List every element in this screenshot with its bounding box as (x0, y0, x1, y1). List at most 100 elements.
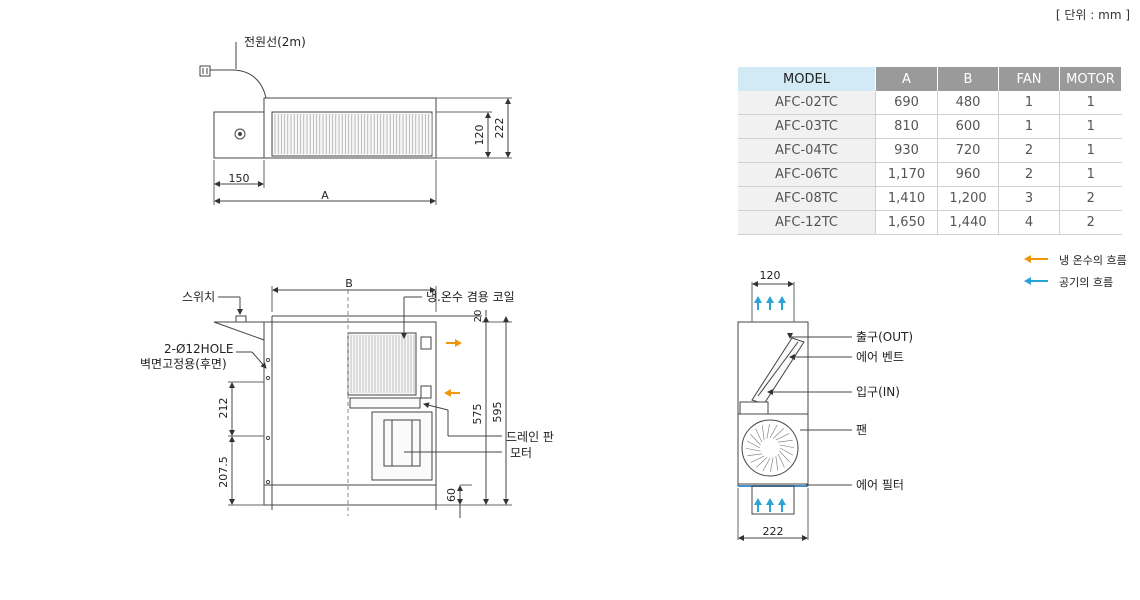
coil-label: 냉.온수 겸용 코일 (426, 290, 515, 304)
side-view (737, 281, 852, 541)
air-flow-legend-label: 공기의 흐름 (1059, 276, 1113, 289)
table-row: AFC-02TC 690 480 1 1 (738, 91, 1122, 115)
dim-212: 212 (217, 398, 230, 419)
air-arrow-head (778, 296, 786, 303)
cell-model: AFC-08TC (738, 186, 876, 211)
fan-blade (762, 457, 771, 472)
cell-fan: 1 (998, 114, 1060, 139)
table-row: AFC-03TC 810 600 1 1 (738, 114, 1122, 139)
table-row: AFC-12TC 1,650 1,440 4 2 (738, 210, 1122, 235)
fan-blade (766, 423, 771, 439)
cell-b: 720 (937, 138, 999, 163)
fan-blade (746, 440, 761, 449)
air-arrow-head (754, 498, 762, 505)
dim-120-side: 120 (760, 269, 781, 282)
cell-motor: 2 (1059, 210, 1122, 235)
air-filter-label: 에어 필터 (856, 478, 904, 492)
dim-150: 150 (229, 172, 250, 185)
drain-pan-label: 드레인 판 (506, 430, 554, 444)
dim-b: B (345, 277, 353, 290)
fan-blade (778, 439, 793, 443)
fan-blade (750, 455, 765, 463)
air-arrow-head (766, 498, 774, 505)
switch-label: 스위치 (182, 290, 215, 304)
dim-a: A (321, 189, 329, 202)
cell-a: 810 (875, 114, 938, 139)
table-row: AFC-06TC 1,170 960 2 1 (738, 162, 1122, 187)
table-header-row: MODEL A B FAN MOTOR (738, 67, 1122, 91)
fan-blade (779, 447, 794, 456)
fan-blade (779, 450, 790, 463)
dim-120-top: 120 (473, 125, 486, 146)
fan-blade (750, 433, 761, 446)
fan-blade (755, 457, 768, 468)
dim-60: 60 (445, 488, 458, 502)
header-model: MODEL (738, 67, 876, 91)
fan-blades (745, 423, 795, 473)
fan-blade (772, 428, 785, 439)
inlet-label: 입구(IN) (856, 385, 900, 399)
flow-arrow-head (455, 339, 462, 347)
cell-model: AFC-04TC (738, 138, 876, 163)
dim-575: 575 (471, 404, 484, 425)
water-flow-legend-label: 냉 온수의 흐름 (1059, 254, 1127, 267)
cell-a: 930 (875, 138, 938, 163)
air-arrow-head (778, 498, 786, 505)
cell-motor: 1 (1059, 114, 1122, 139)
cell-motor: 2 (1059, 186, 1122, 211)
flow-arrow-head (444, 389, 451, 397)
cell-b: 1,440 (937, 210, 999, 235)
fan-label: 팬 (856, 423, 867, 437)
fan-blade (777, 453, 785, 468)
cell-b: 960 (937, 162, 999, 187)
air-arrow-head (754, 296, 762, 303)
dim-20: 20 (473, 310, 484, 323)
cell-fan: 2 (998, 162, 1060, 187)
table-row: AFC-04TC 930 720 2 1 (738, 138, 1122, 163)
air-vent-label: 에어 벤트 (856, 350, 904, 364)
fan-blade (761, 425, 765, 440)
fan-blade (747, 453, 762, 457)
hole-label-1: 2-Ø12HOLE (164, 342, 233, 356)
fan-blade (769, 424, 778, 439)
cell-motor: 1 (1059, 138, 1122, 163)
table-row: AFC-08TC 1,410 1,200 3 2 (738, 186, 1122, 211)
cell-b: 1,200 (937, 186, 999, 211)
header-b: B (937, 67, 999, 91)
header-fan: FAN (998, 67, 1060, 91)
top-view (199, 42, 512, 205)
header-a: A (875, 67, 938, 91)
dim-207-5: 207.5 (217, 456, 230, 488)
outlet-label: 출구(OUT) (856, 330, 913, 344)
fan-blade (775, 456, 779, 471)
model-spec-table: MODEL A B FAN MOTOR AFC-02TC 690 480 1 1… (738, 67, 1122, 235)
dim-222-top: 222 (493, 118, 506, 139)
fan-blade (745, 447, 761, 452)
cell-a: 690 (875, 91, 938, 115)
water-flow-arrows (444, 339, 462, 397)
top-coil-fins (274, 114, 433, 154)
air-flow-arrows (754, 296, 786, 512)
power-cable-label: 전원선(2m) (244, 35, 306, 49)
cell-model: AFC-03TC (738, 114, 876, 139)
cell-a: 1,650 (875, 210, 938, 235)
dim-595: 595 (491, 402, 504, 423)
front-view (213, 286, 512, 518)
cell-b: 480 (937, 91, 999, 115)
cell-fan: 2 (998, 138, 1060, 163)
cell-fan: 4 (998, 210, 1060, 235)
legend (1024, 255, 1048, 285)
fan-blade (769, 457, 774, 473)
cell-fan: 1 (998, 91, 1060, 115)
dim-222-side: 222 (763, 525, 784, 538)
cell-fan: 3 (998, 186, 1060, 211)
hole-label-2: 벽면고정용(후면) (140, 357, 227, 371)
unit-label: [ 단위 : mm ] (1055, 8, 1130, 22)
cell-model: AFC-12TC (738, 210, 876, 235)
fan-blade (779, 444, 795, 449)
cell-model: AFC-02TC (738, 91, 876, 115)
air-arrow-head (766, 296, 774, 303)
cell-model: AFC-06TC (738, 162, 876, 187)
cell-b: 600 (937, 114, 999, 139)
